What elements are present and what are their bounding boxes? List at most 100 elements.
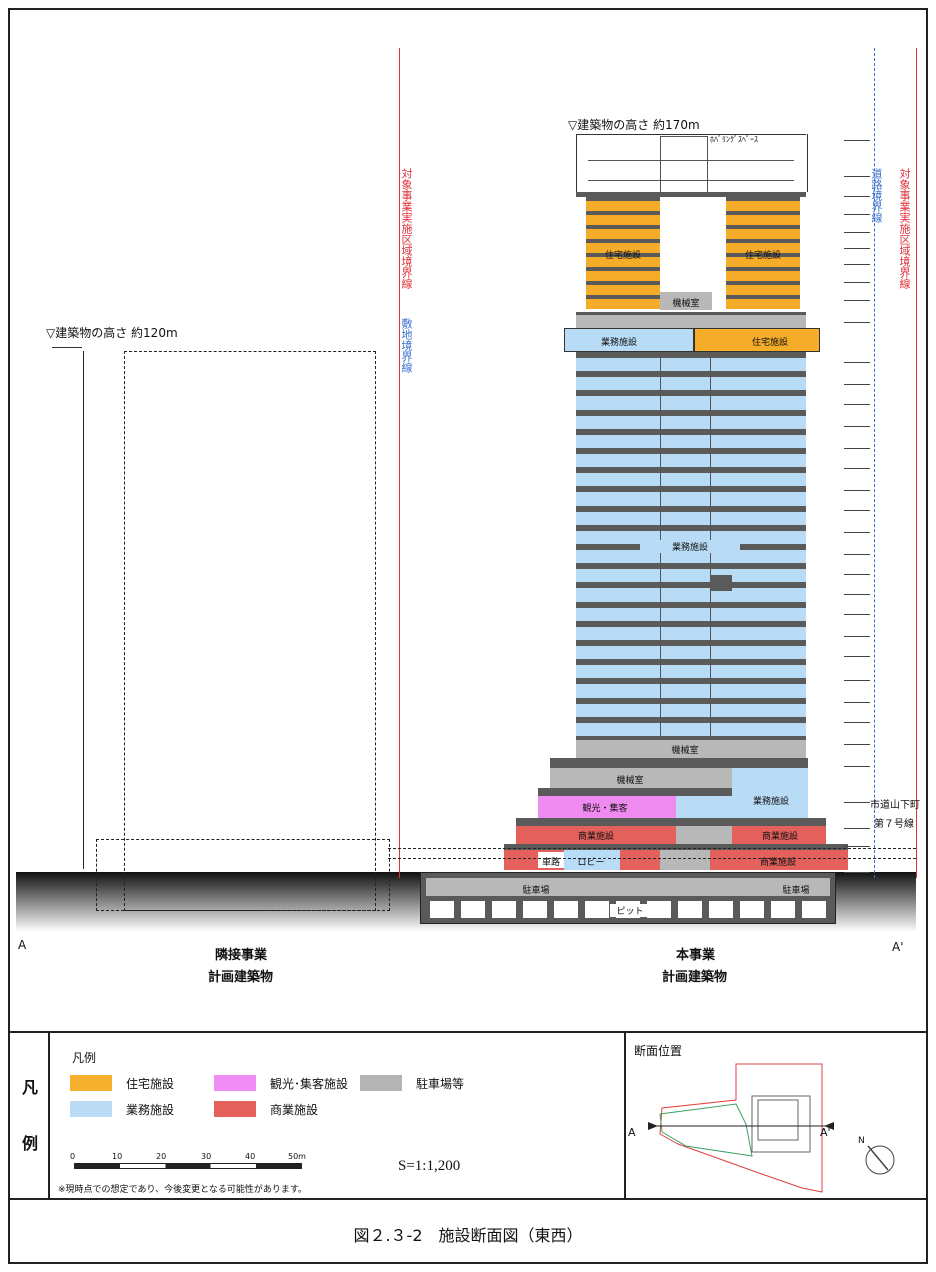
legend-note: ※現時点での想定であり、今後変更となる可能性があります。 [58, 1185, 307, 1195]
floor-fill [726, 299, 800, 309]
pit-cell [461, 901, 485, 918]
floor-fill [726, 215, 800, 225]
floor-slab [576, 390, 806, 397]
floor-fill [726, 271, 800, 281]
residential-mid-block [694, 328, 820, 352]
section-label-a: A [18, 938, 27, 952]
commercial-ground-right [710, 850, 848, 870]
floor-fill [726, 243, 800, 253]
neighbor-title-2: 計画建築物 [208, 970, 274, 985]
legend-swatch-tourism [214, 1075, 256, 1091]
neighbor-height-label: ▽建築物の高さ 約120m [46, 326, 178, 340]
pit-cell [492, 901, 516, 918]
road-name-1: 市道山下町 [870, 800, 920, 811]
tourism-label: 観光・集客 [582, 804, 628, 814]
floor-slab [726, 267, 800, 271]
section-position-map [648, 1063, 895, 1193]
road-boundary-line [874, 48, 875, 878]
floor-slab [586, 281, 660, 285]
main-height-mark [576, 134, 806, 135]
floor-fill [586, 299, 660, 309]
pit-cell [523, 901, 547, 918]
section-position-title: 断面位置 [634, 1044, 683, 1058]
floor-fill [576, 703, 806, 717]
floor-level-tick [844, 176, 870, 177]
floor-level-tick [844, 448, 870, 449]
section-position-label-a-prime: A' [820, 1126, 831, 1139]
road-dashed-1 [388, 848, 916, 849]
office-mid-label: 業務施設 [600, 338, 637, 348]
residential-mid-label: 住宅施設 [751, 338, 788, 348]
figure-frame [8, 8, 928, 1264]
machine-room-low-label: 機械室 [671, 746, 699, 756]
parking-basement [426, 878, 830, 896]
section-diagram: 対象事業実施区域境界線 敷地境界線 道路境界線 対象事業実施区域境界線 ▽建築物… [10, 10, 926, 1030]
road-name-2: 第７号線 [874, 819, 914, 830]
pit-cell [430, 901, 454, 918]
floor-fill [576, 607, 806, 621]
floor-fill [576, 396, 806, 410]
residential-left-label: 住宅施設 [604, 251, 641, 261]
floor-slab [726, 211, 800, 215]
pit-cell [802, 901, 826, 918]
pit-cell [709, 901, 733, 918]
main-height-label: ▽建築物の高さ 約170m [568, 118, 700, 132]
floor-slab [586, 197, 660, 201]
floor-fill [576, 454, 806, 468]
section-label-a-prime: A' [892, 940, 904, 954]
top-slab [576, 192, 806, 197]
floor-level-tick [844, 264, 870, 265]
floor-slab [586, 295, 660, 299]
hovering-space-frame [576, 134, 808, 192]
floor-fill [586, 271, 660, 281]
floor-level-tick [844, 196, 870, 197]
floor-slab [586, 211, 660, 215]
legend-swatch-commercial [214, 1101, 256, 1117]
hovering-rail-1 [588, 160, 794, 161]
scale-tick-50: 50m [288, 1152, 306, 1161]
floor-slab [576, 371, 806, 378]
office-main-label: 業務施設 [640, 540, 740, 553]
lobby-block [564, 850, 620, 870]
floor-slab [586, 225, 660, 229]
podium-slab-3 [516, 818, 826, 826]
machine-room-low2 [550, 768, 732, 788]
floor-fill [586, 201, 660, 211]
floor-level-tick [844, 872, 870, 873]
floor-level-tick [844, 574, 870, 575]
floor-level-tick [844, 846, 870, 847]
commercial-ground-label: 商業施設 [759, 858, 796, 868]
floor-level-tick [844, 282, 870, 283]
floor-level-tick [844, 594, 870, 595]
project-boundary-line-right [916, 48, 917, 878]
floor-fill [576, 473, 806, 487]
office-low-label: 業務施設 [752, 797, 789, 807]
pit-cell [678, 901, 702, 918]
road-in-label: 車路 [541, 858, 560, 868]
pit-label: ピット [610, 904, 650, 917]
floor-fill [726, 257, 800, 267]
commercial-right-label: 商業施設 [761, 832, 798, 842]
floor-slab [576, 678, 806, 685]
main-title-2: 計画建築物 [662, 970, 728, 985]
project-boundary-line-left [399, 48, 400, 878]
floor-slab [576, 505, 806, 512]
floor-level-scale [844, 128, 874, 898]
floor-fill [576, 550, 806, 564]
floor-level-tick [844, 404, 870, 405]
floor-fill [576, 492, 806, 506]
floor-fill [576, 665, 806, 679]
scale-text: S=1:1,200 [398, 1158, 461, 1174]
neighbor-building-left-wall [83, 351, 84, 869]
legend-swatch-residential [70, 1075, 112, 1091]
legend-map-divider [624, 1033, 626, 1198]
scale-tick-40: 40 [245, 1152, 256, 1161]
legend-side-divider [48, 1033, 50, 1198]
floor-slab [576, 601, 806, 608]
residential-wing-left [586, 197, 660, 309]
floor-slab [576, 563, 806, 570]
floor-level-tick [844, 554, 870, 555]
tourism-block [538, 796, 676, 818]
floor-level-tick [844, 614, 870, 615]
floor-level-tick [844, 680, 870, 681]
